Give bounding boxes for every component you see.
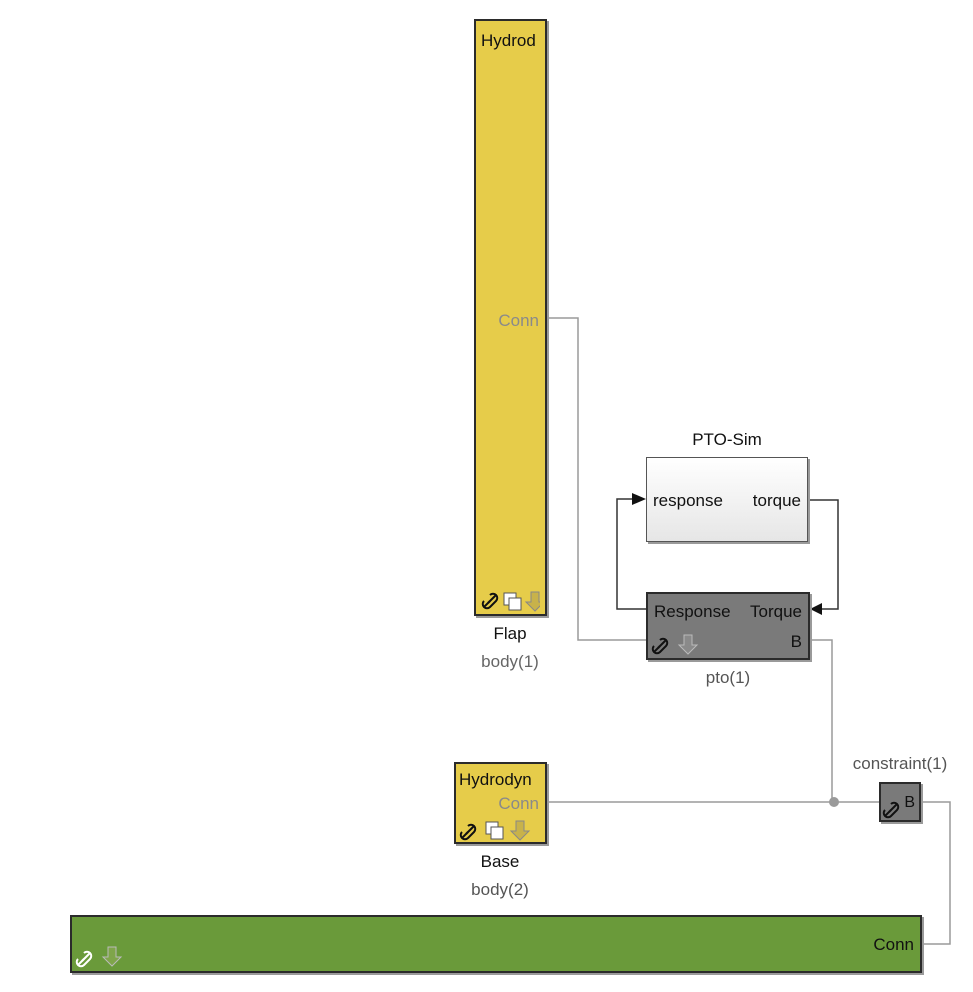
wire-pto-to-junction[interactable] xyxy=(810,639,833,802)
response-arrowhead xyxy=(632,493,646,505)
pto-block[interactable]: Response Torque B xyxy=(646,592,810,660)
ground-icons xyxy=(75,946,123,968)
wire-flap-to-pto[interactable] xyxy=(547,317,650,641)
flap-icons xyxy=(481,591,540,612)
ground-block[interactable]: Conn xyxy=(70,915,922,973)
pto-sim-title: PTO-Sim xyxy=(692,430,762,449)
pto-instance-label: pto(1) xyxy=(705,668,751,687)
signal-torque-line[interactable] xyxy=(808,499,839,610)
base-conn-port[interactable]: Conn xyxy=(498,794,539,813)
flap-conn-port[interactable]: Conn xyxy=(498,311,539,330)
copy-icon xyxy=(485,821,504,840)
signal-response-line[interactable] xyxy=(616,498,648,610)
link-icon xyxy=(481,592,499,610)
flap-name-label: Flap xyxy=(493,624,527,643)
base-header: Hydrodyn xyxy=(459,770,532,789)
base-instance-label: body(2) xyxy=(471,880,529,899)
copy-icon xyxy=(503,592,522,611)
pto-torque-port[interactable]: Torque xyxy=(750,602,802,621)
pto-b-port[interactable]: B xyxy=(790,632,802,651)
flap-instance-label: body(1) xyxy=(481,652,539,671)
arrow-down-icon xyxy=(524,591,540,612)
link-icon xyxy=(882,801,900,819)
link-icon xyxy=(651,637,669,655)
link-icon xyxy=(75,950,93,968)
pto-sim-block[interactable]: response torque xyxy=(646,457,808,542)
junction-dot xyxy=(829,797,839,807)
torque-arrowhead xyxy=(810,603,822,615)
pto-icons xyxy=(651,634,699,655)
pto-response-port[interactable]: Response xyxy=(654,602,731,621)
arrow-down-icon xyxy=(101,946,123,967)
flap-header: Hydrod xyxy=(481,31,536,50)
arrow-down-icon xyxy=(509,820,531,841)
wire-constraint-to-ground[interactable] xyxy=(920,801,951,945)
base-name-label: Base xyxy=(480,852,520,871)
constraint-instance-label: constraint(1) xyxy=(852,754,948,773)
constraint-block[interactable]: B xyxy=(879,782,921,822)
flap-body-block[interactable]: Hydrod Conn xyxy=(474,19,547,616)
link-icon xyxy=(459,823,477,841)
pto-sim-response-port[interactable]: response xyxy=(653,491,723,510)
base-icons xyxy=(459,820,531,841)
constraint-b-port[interactable]: B xyxy=(904,794,915,811)
arrow-down-icon xyxy=(677,634,699,655)
base-body-block[interactable]: Hydrodyn Conn xyxy=(454,762,547,844)
ground-conn-port[interactable]: Conn xyxy=(873,935,914,954)
pto-sim-torque-port[interactable]: torque xyxy=(752,491,801,510)
